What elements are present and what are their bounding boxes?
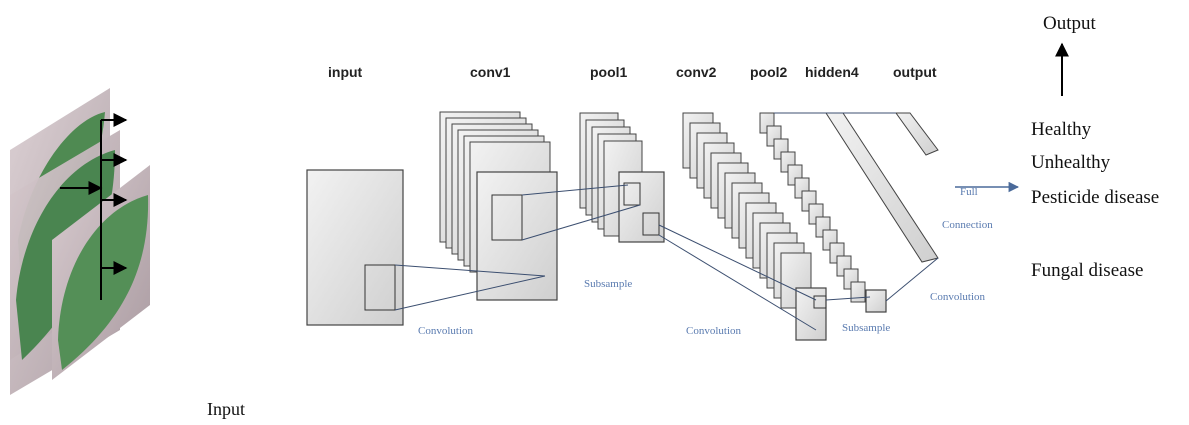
leaf-input-stack	[10, 88, 150, 395]
pool1-receptive-field	[623, 182, 641, 206]
pool2-layer-stack	[759, 112, 887, 313]
conv2-receptive-field	[813, 295, 827, 309]
class-label-healthy: Healthy	[1031, 119, 1092, 140]
pool1-layer-stack	[579, 112, 665, 243]
conv1-receptive-field	[491, 194, 523, 241]
layer-label-pool1: pool1	[590, 64, 628, 80]
input-layer	[306, 169, 404, 326]
operation-label-convolution-3: Convolution	[930, 291, 986, 303]
class-label-fungal-disease: Fungal disease	[1031, 260, 1143, 281]
operation-label-convolution-2: Convolution	[686, 325, 742, 337]
operation-label-full-connection-2: Connection	[942, 219, 993, 231]
layer-label-input: input	[328, 64, 363, 80]
class-label-pesticide-disease: Pesticide disease	[1031, 187, 1159, 208]
connection-lines	[394, 112, 939, 331]
conv2-layer-stack	[682, 112, 827, 341]
input-receptive-field	[364, 264, 396, 311]
output-caption: Output	[1043, 13, 1097, 34]
layer-label-conv2: conv2	[676, 64, 717, 80]
input-caption: Input	[207, 399, 245, 419]
class-label-unhealthy: Unhealthy	[1031, 152, 1111, 173]
layer-label-output: output	[893, 64, 937, 80]
conv1-layer-stack	[439, 111, 558, 301]
operation-label-full-connection-1: Full	[960, 186, 978, 198]
layer-label-pool2: pool2	[750, 64, 788, 80]
operation-label-convolution-1: Convolution	[418, 325, 474, 337]
output-layer	[895, 112, 939, 156]
operation-label-subsample-1: Subsample	[584, 278, 632, 290]
pool1-window	[642, 212, 660, 236]
layer-label-conv1: conv1	[470, 64, 511, 80]
layer-label-hidden4: hidden4	[805, 64, 859, 80]
operation-label-subsample-2: Subsample	[842, 322, 890, 334]
